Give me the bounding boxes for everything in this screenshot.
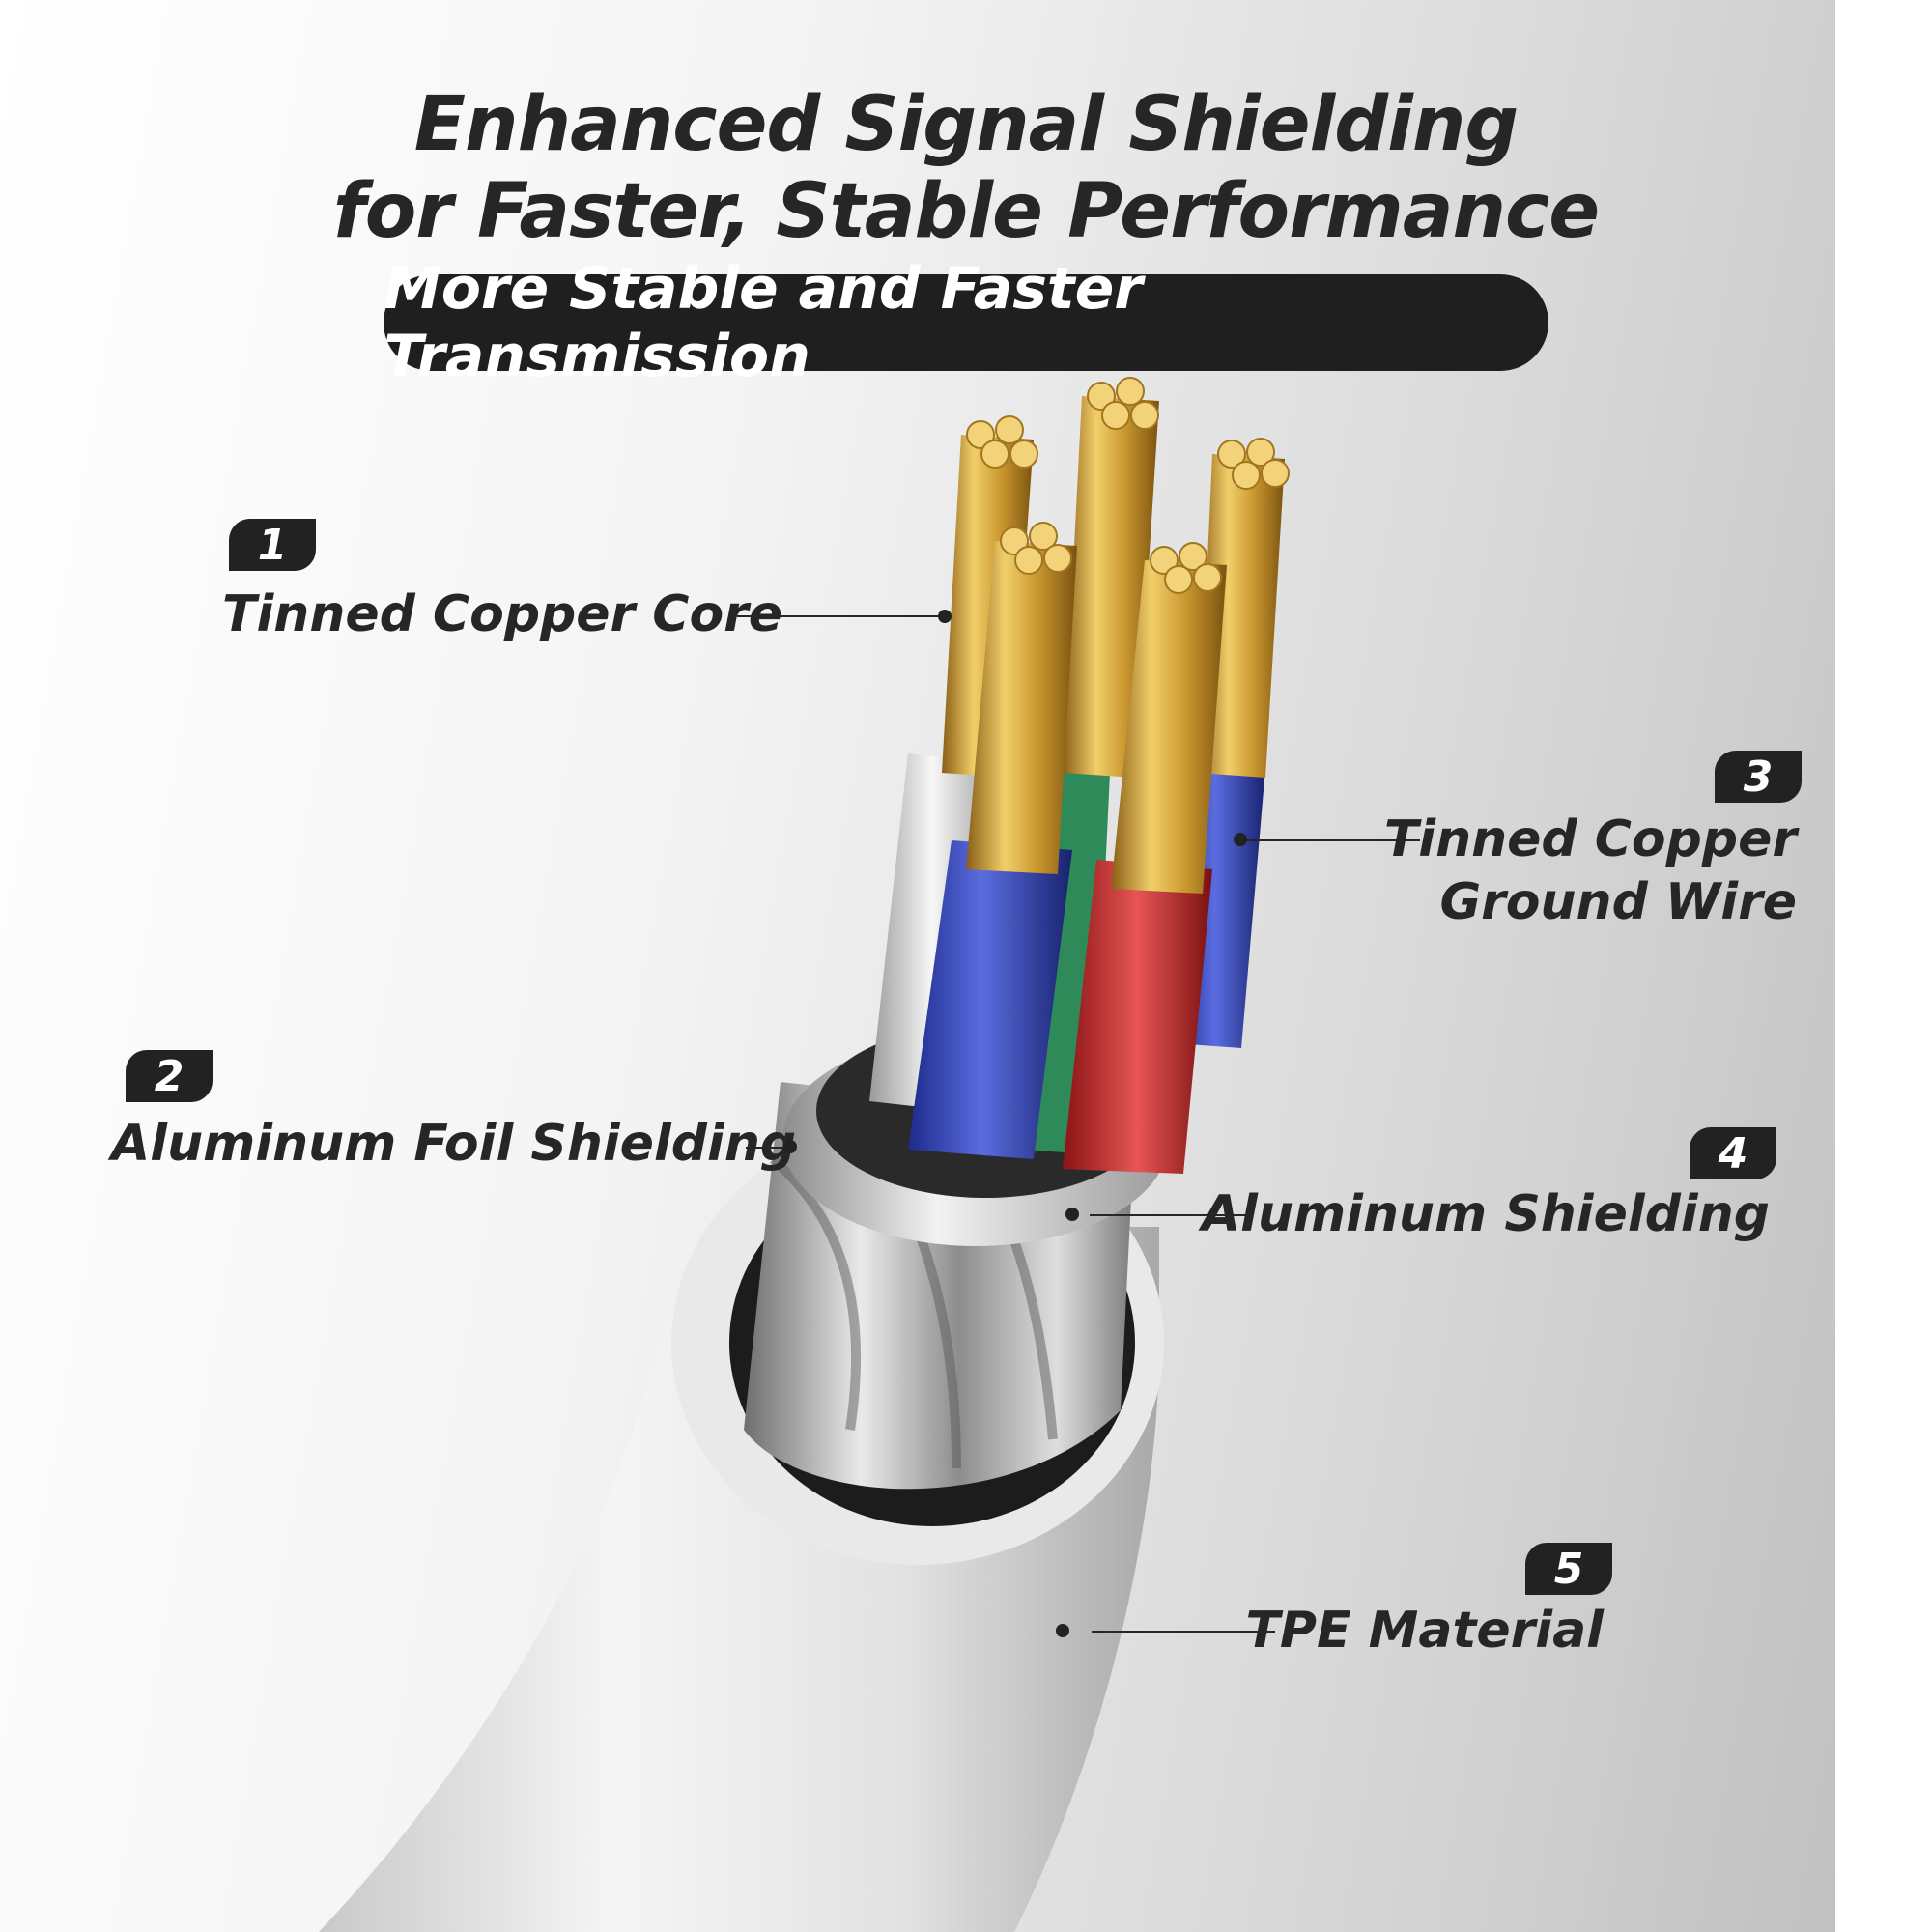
callout-4-badge: 4	[1690, 1127, 1776, 1179]
callout-3-leader	[1246, 839, 1420, 841]
callout-3-dot	[1234, 833, 1247, 846]
callout-2-number: 2	[154, 1051, 185, 1101]
callout-2-leader	[746, 1147, 792, 1149]
copper-strands-4	[966, 541, 1077, 874]
callout-1-badge: 1	[229, 519, 316, 571]
callout-5-leader	[1092, 1631, 1275, 1633]
callout-1-dot	[938, 610, 952, 623]
headline-line-2: for Faster, Stable Performance	[332, 168, 1600, 255]
callout-3-number: 3	[1743, 752, 1774, 802]
callout-3-badge: 3	[1715, 751, 1802, 803]
callout-1-leader	[737, 615, 945, 617]
callout-5-number: 5	[1553, 1544, 1584, 1594]
callout-2-badge: 2	[126, 1050, 213, 1102]
callout-1-number: 1	[257, 520, 288, 570]
callout-3-label-line-2: Ground Wire	[1439, 873, 1797, 931]
right-margin-strip	[1835, 0, 1932, 1932]
callout-4-number: 4	[1718, 1128, 1748, 1179]
wire-red	[1063, 860, 1212, 1174]
callout-4-leader	[1090, 1214, 1246, 1216]
copper-strands-5	[1111, 560, 1227, 894]
subtitle-text: More Stable and Faster Transmission	[384, 255, 1143, 390]
copper-strand-tips	[966, 377, 1290, 594]
callout-5-badge: 5	[1525, 1543, 1612, 1595]
callout-3-label-line-1: Tinned Copper	[1383, 810, 1797, 868]
callout-5-label: TPE Material	[1245, 1602, 1604, 1660]
subtitle-pill: More Stable and Faster Transmission	[384, 255, 1548, 390]
callout-2-label: Aluminum Foil Shielding	[111, 1115, 797, 1173]
callout-5-dot	[1056, 1624, 1069, 1637]
callout-4-dot	[1065, 1208, 1079, 1221]
headline-line-1: Enhanced Signal Shielding	[413, 81, 1519, 168]
callout-1-label: Tinned Copper Core	[222, 585, 783, 643]
callout-4-label: Aluminum Shielding	[1201, 1185, 1770, 1243]
callout-2-dot	[783, 1140, 797, 1153]
wire-blue	[908, 840, 1072, 1159]
copper-strands-3	[1198, 454, 1285, 778]
